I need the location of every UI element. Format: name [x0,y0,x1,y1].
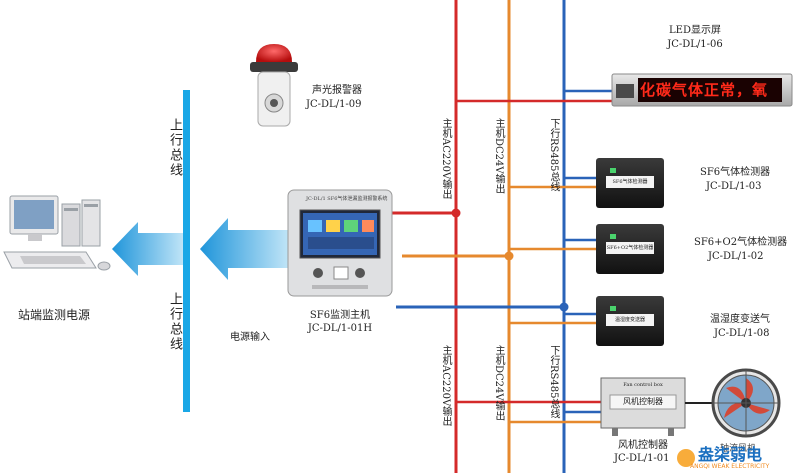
rs485-label-upper: 下行RS485总线 [548,118,559,192]
temp-humidity-icon [596,296,664,346]
watermark-logo-icon [677,449,695,467]
temp-humidity-code: JC-DL/1-08 [714,328,770,339]
led-display-code: JC-DL/1-06 [667,39,723,50]
sf6-o2-detector-code: JC-DL/1-02 [708,251,764,262]
alarm-name: 声光报警器 [312,85,362,96]
sf6-detector-code: JC-DL/1-03 [706,181,762,192]
temp-humidity-panel: 温湿度变送器 [614,317,645,323]
power-input-label: 电源输入 [230,332,270,343]
sf6-detector-panel: SF6气体检测器 [612,179,648,185]
sf6-o2-detector-panel: SF6+O2气体检测器 [606,245,654,251]
temp-humidity-name: 温湿度变送气 [710,314,770,325]
host-unit-icon [287,189,393,297]
fan-controller-icon [600,377,686,436]
watermark-title: 盎柒弱电 [698,445,763,464]
host-name: SF6监测主机 [309,310,371,321]
host-panel-header: JC-DL/1 SF6气体泄漏监测报警系统 [306,196,388,202]
uplink-bus-label-bottom: 上行总线 [167,292,182,352]
dc24-junction [504,251,514,261]
axial-fan-name: 轴流风机 [720,444,757,454]
fan-controller-panel: 风机控制器 [623,397,663,406]
sf6-o2-detector-icon [596,224,664,274]
dc24-label-lower: 主机DC24V输出 [493,345,504,421]
fan-controller-name: 风机控制器 [618,440,668,451]
host-code: JC-DL/1-01H [307,323,373,334]
sf6-o2-detector-name: SF6+O2气体检测器 [694,237,788,248]
ac220-label-upper: 主机AC220V输出 [440,118,451,200]
watermark-subtitle: ANGQI WEAK ELECTRICITY [690,463,770,470]
fan-controller-panel-header: Fan control box [623,382,663,388]
rs485-label-lower: 下行RS485总线 [548,345,559,419]
led-display-name: LED显示屏 [669,25,721,36]
sf6-detector-name: SF6气体检测器 [700,167,771,178]
alarm-device-icon [250,44,298,127]
alarm-code: JC-DL/1-09 [306,99,362,110]
arrow-host-to-bus [200,218,288,280]
led-display-icon [611,73,793,107]
fan-controller-code: JC-DL/1-01 [614,453,670,464]
led-screen-text: 化碳气体正常，氧 [640,81,769,99]
ac220-label-lower: 主机AC220V输出 [440,345,451,427]
arrow-bus-to-pc [112,222,183,276]
dc24-label-upper: 主机DC24V输出 [493,118,504,194]
workstation-icon [3,195,111,271]
uplink-bus-bar [183,90,190,412]
uplink-bus-label-top: 上行总线 [167,118,182,178]
axial-fan-icon [711,368,781,438]
sf6-detector-icon [596,158,664,208]
station-power-label: 站端监测电源 [18,308,91,322]
rs485-junction [559,302,569,312]
ac220-junction [451,208,461,218]
